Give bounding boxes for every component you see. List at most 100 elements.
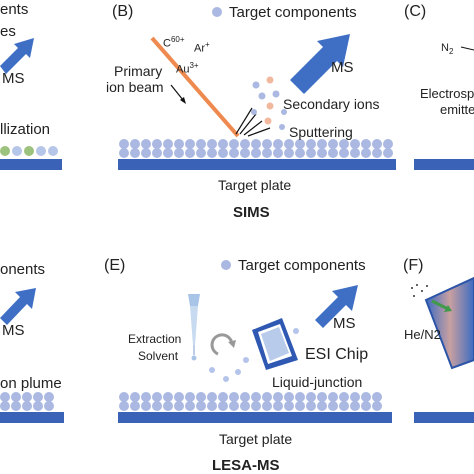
- surface-molecule: [119, 148, 129, 158]
- surface-molecule: [262, 401, 272, 411]
- surface-molecule: [372, 148, 382, 158]
- surface-molecule: [273, 392, 283, 402]
- surface-molecule: [196, 401, 206, 411]
- surface-molecule: [185, 139, 195, 149]
- surface-molecule: [119, 392, 129, 402]
- surface-molecule: [306, 148, 316, 158]
- surface-molecule: [306, 392, 316, 402]
- surface-molecule: [218, 139, 228, 149]
- surface-molecule: [163, 401, 173, 411]
- panel-c-target-plate: [414, 159, 474, 170]
- panel-b-letter: (B): [112, 3, 134, 20]
- panel-c-emitter-label-1: Electrosp: [420, 86, 474, 101]
- surface-molecule: [328, 401, 338, 411]
- surface-molecule: [372, 139, 382, 149]
- surface-molecule: [328, 148, 338, 158]
- panel-c-gas-label: N2: [441, 42, 454, 57]
- surface-molecule: [339, 139, 349, 149]
- panel-b-ion-c60: C60+: [163, 35, 185, 50]
- surface-molecule: [262, 392, 272, 402]
- surface-molecule: [163, 148, 173, 158]
- panel-d-target-plate: [0, 412, 64, 423]
- surface-molecule: [317, 139, 327, 149]
- surface-molecule: [251, 139, 261, 149]
- panel-e-curved-arrow: [210, 333, 234, 356]
- surface-molecule: [174, 392, 184, 402]
- panel-f-letter: (F): [403, 257, 424, 274]
- surface-molecule: [240, 401, 250, 411]
- panel-d-ms-label: MS: [2, 322, 25, 339]
- panel-f-plasma-source: [424, 276, 474, 370]
- panel-d-ms-arrow: [0, 288, 36, 325]
- panel-b-primary-ion-beam: [150, 36, 240, 138]
- panel-b-primary-label-2: ion beam: [106, 79, 164, 95]
- surface-molecule: [119, 401, 129, 411]
- surface-molecule: [152, 392, 162, 402]
- panel-d-plume-label: on plume: [0, 375, 62, 392]
- panel-e-legend-label: Target components: [238, 257, 366, 274]
- surface-molecule: [295, 401, 305, 411]
- surface-molecule: [196, 148, 206, 158]
- surface-molecule: [22, 401, 32, 411]
- panel-e-esi-chip-label: ESI Chip: [305, 346, 369, 363]
- panel-a-graphics: [0, 38, 62, 170]
- surface-molecule: [251, 392, 261, 402]
- surface-molecule: [0, 401, 10, 411]
- surface-molecule: [328, 392, 338, 402]
- panel-f-gas-label: He/N2: [404, 327, 441, 342]
- surface-molecule: [130, 401, 140, 411]
- surface-molecule: [218, 401, 228, 411]
- panel-b-ms-label: MS: [331, 59, 354, 76]
- panel-e-technique-title: LESA-MS: [212, 457, 280, 474]
- panel-c-letter: (C): [404, 3, 427, 20]
- surface-molecule: [251, 401, 261, 411]
- panel-e-target-plate-label: Target plate: [219, 431, 293, 447]
- surface-molecule: [350, 401, 360, 411]
- surface-molecule: [174, 148, 184, 158]
- surface-molecule: [11, 401, 21, 411]
- surface-molecule: [372, 401, 382, 411]
- surface-molecule: [207, 401, 217, 411]
- surface-molecule: [339, 148, 349, 158]
- surface-molecule: [273, 139, 283, 149]
- panel-e-target-plate: [118, 412, 392, 423]
- panel-e-ms-arrow: [315, 285, 358, 328]
- surface-molecule: [317, 148, 327, 158]
- panel-e-ms-label: MS: [333, 315, 356, 332]
- surface-molecule: [273, 401, 283, 411]
- surface-molecule: [240, 392, 250, 402]
- surface-molecule: [44, 401, 54, 411]
- panel-a-process-label: llization: [0, 121, 51, 138]
- panel-b-legend-label: Target components: [229, 4, 357, 21]
- surface-molecule: [229, 392, 239, 402]
- surface-molecule: [317, 392, 327, 402]
- surface-molecule: [284, 392, 294, 402]
- surface-molecule: [141, 401, 151, 411]
- panel-b-legend-dot: [212, 7, 222, 17]
- panel-b-primary-label-1: Primary: [114, 63, 163, 79]
- panel-c-graphics: [414, 46, 474, 170]
- panel-e-solvent-label-2: Solvent: [138, 349, 179, 363]
- surface-molecule: [361, 139, 371, 149]
- surface-molecule: [152, 148, 162, 158]
- surface-molecule: [229, 401, 239, 411]
- panel-b-secondary-ions: [251, 76, 287, 130]
- panel-f-target-plate: [414, 412, 474, 423]
- surface-molecule: [0, 392, 10, 402]
- panel-f-graphics: [411, 276, 474, 423]
- surface-molecule: [185, 392, 195, 402]
- surface-molecule: [152, 139, 162, 149]
- surface-molecule: [152, 401, 162, 411]
- surface-molecule: [295, 148, 305, 158]
- panel-b-beam-arrow: [170, 84, 184, 101]
- surface-molecule: [44, 392, 54, 402]
- panel-b-graphics: [118, 7, 396, 170]
- surface-molecule: [284, 139, 294, 149]
- surface-molecule: [361, 148, 371, 158]
- surface-molecule: [262, 148, 272, 158]
- surface-molecule: [328, 139, 338, 149]
- surface-molecule: [383, 148, 393, 158]
- panel-b-ms-arrow: [290, 34, 350, 94]
- surface-molecule: [130, 148, 140, 158]
